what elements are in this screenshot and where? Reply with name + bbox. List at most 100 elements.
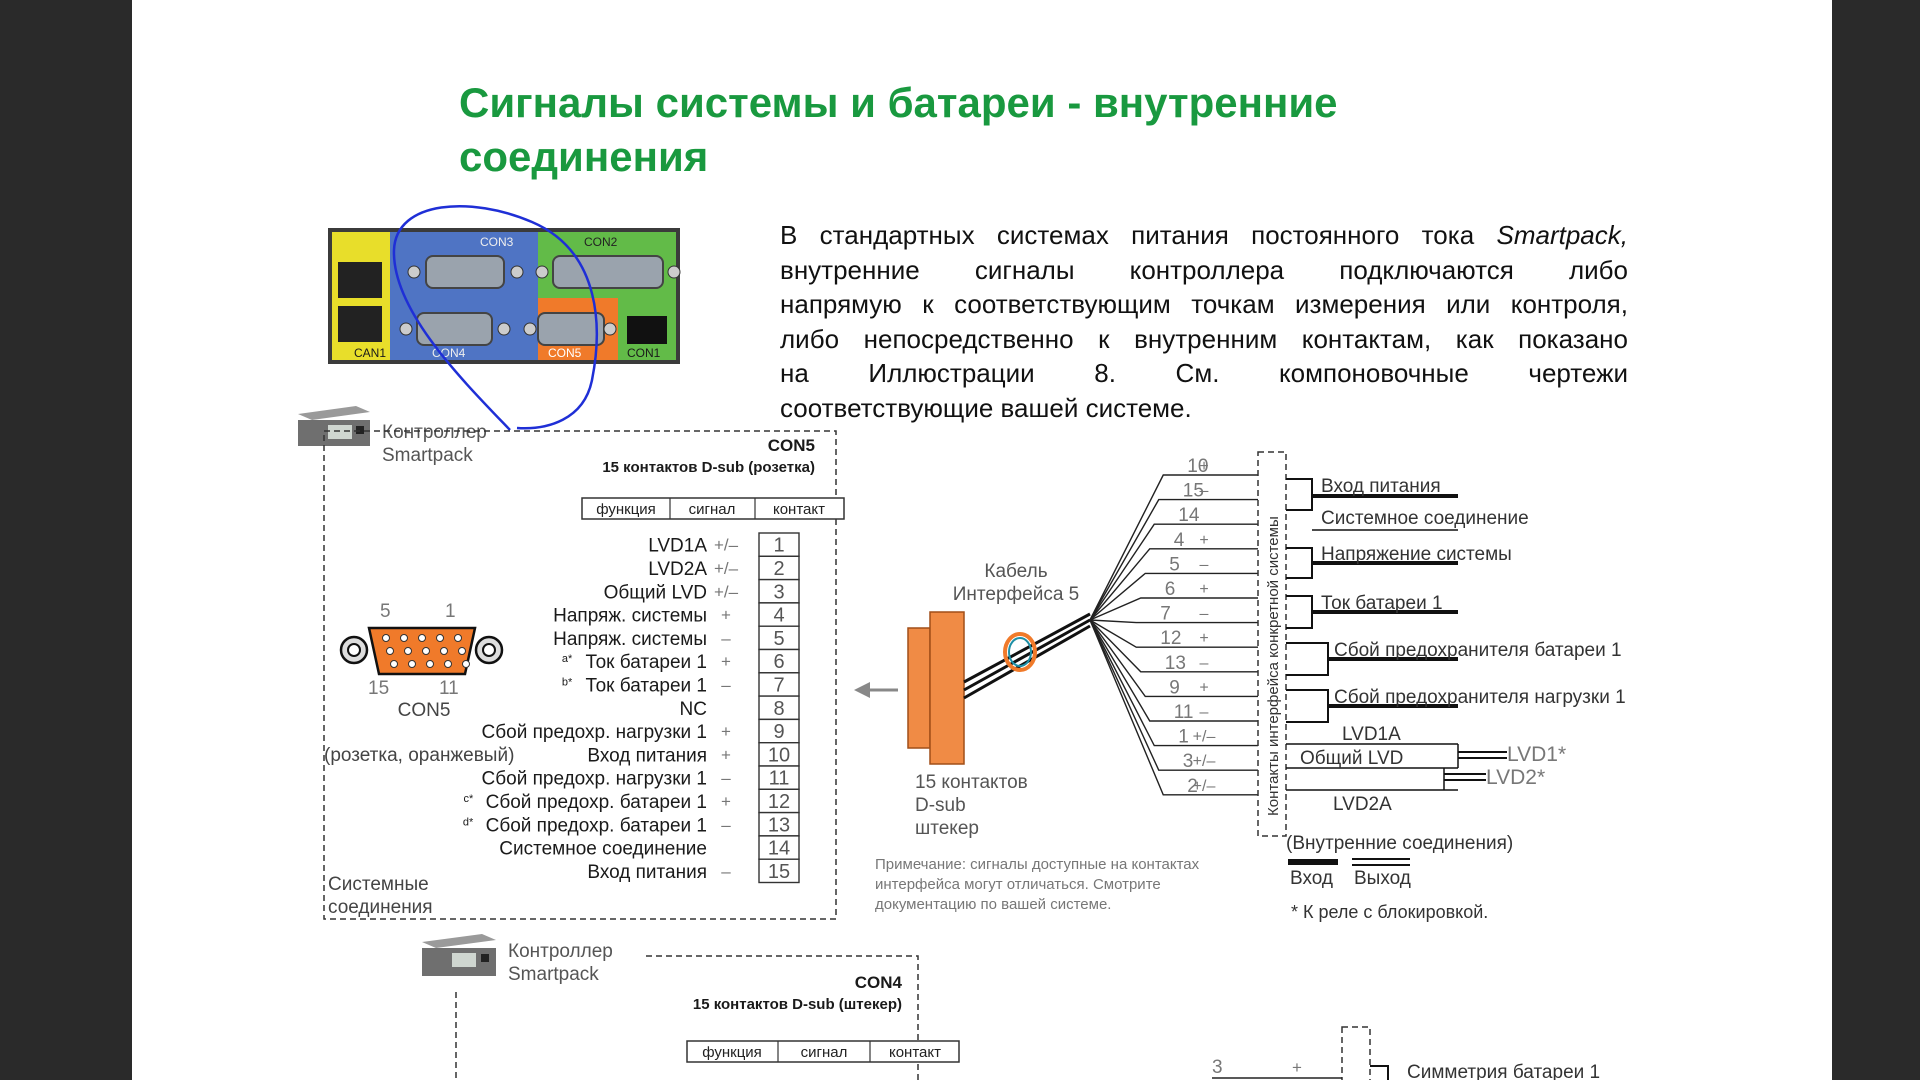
fan-pin-signal: – bbox=[1200, 606, 1209, 623]
con5-row: 4+Напряж. системы bbox=[553, 602, 800, 627]
controller-connector-photo: CON3 CON2 CAN1 CON4 CON5 CON1 bbox=[328, 228, 681, 364]
interface-contacts-box bbox=[1257, 451, 1287, 837]
con5-pin-function: LVD1A bbox=[648, 536, 707, 557]
fan-pin-signal: – bbox=[1200, 556, 1209, 573]
connector-pin-15: 15 bbox=[368, 678, 389, 699]
con5-pin-number: 6 bbox=[773, 651, 784, 673]
con5-row: 9+Сбой предохр. нагрузки 1 bbox=[482, 718, 800, 744]
con5-row: 1 +/– LVD1A bbox=[648, 532, 800, 557]
fan-pin-signal: – bbox=[1200, 655, 1209, 672]
title-line-1: Сигналы системы и батареи - внутренние bbox=[459, 79, 1338, 126]
connector-pin-5: 5 bbox=[380, 601, 391, 622]
con5-pin-signal: +/– bbox=[714, 536, 739, 555]
con5-pin-signal: + bbox=[721, 722, 731, 741]
bottom-interface-box bbox=[1341, 1026, 1371, 1080]
note-line2: интерфейса могут отличаться. Смотрите bbox=[875, 876, 1161, 893]
con4-dashed-box bbox=[455, 955, 919, 1080]
con5-row: 12+Сбой предохр. батареи 1c* bbox=[464, 788, 800, 814]
system-connections-line1: Системные bbox=[328, 874, 429, 895]
fan-pin-number: 7 bbox=[1160, 604, 1171, 625]
controller-1-image bbox=[298, 406, 370, 446]
con4-header bbox=[686, 1040, 960, 1063]
intro-paragraph: В стандартных системах питания постоянно… bbox=[780, 218, 1628, 425]
con5-pin-signal: – bbox=[721, 815, 731, 834]
con5-pin-function: Напряж. системы bbox=[553, 629, 707, 650]
con5-pin-function: Сбой предохр. батареи 1 bbox=[486, 815, 707, 836]
con5-row: 5 –Напряж. системы bbox=[553, 625, 800, 651]
con5-row: 11–Сбой предохр. нагрузки 1 bbox=[482, 765, 800, 790]
con5-row: 10+Вход питания bbox=[587, 742, 800, 767]
output-lvd1: LVD1* bbox=[1507, 743, 1566, 766]
con5-pin-number: 10 bbox=[768, 744, 790, 766]
output-lvd2: LVD2* bbox=[1486, 766, 1545, 789]
photo-label-can1: CAN1 bbox=[354, 346, 386, 360]
con5-pin-number: 5 bbox=[773, 628, 784, 650]
fan-pin-number: 15 bbox=[1183, 481, 1204, 502]
con5-pin-footnote-mark: b* bbox=[562, 676, 573, 688]
con5-pin-function: Системное соединение bbox=[499, 839, 707, 860]
output-lvd2a: LVD2A bbox=[1333, 794, 1392, 815]
con5-pin-function: Общий LVD bbox=[604, 582, 707, 603]
con5-pin-function: Сбой предохр. нагрузки 1 bbox=[482, 769, 707, 790]
fan-pin-number: 6 bbox=[1165, 579, 1176, 600]
plug-label-line1: 15 контактов bbox=[915, 772, 1028, 793]
connector-pin-11: 11 bbox=[439, 678, 459, 699]
output-system-voltage: Напряжение системы bbox=[1321, 544, 1512, 565]
con5-pin-signal: + bbox=[721, 652, 731, 671]
con5-pin-number: 1 bbox=[773, 535, 784, 557]
con5-dashed-box bbox=[323, 430, 837, 920]
con5-pin-footnote-mark: a* bbox=[562, 653, 573, 665]
fan-pin-number: 2 bbox=[1187, 776, 1198, 797]
fan-pin-number: 14 bbox=[1178, 505, 1200, 526]
con4-col-function: функция bbox=[702, 1044, 762, 1061]
con5-row: 6+Ток батареи 1a* bbox=[562, 648, 800, 674]
con4-subtitle: 15 контактов D-sub (штекер) bbox=[693, 996, 902, 1013]
con4-col-contact: контакт bbox=[889, 1044, 941, 1061]
con5-col-signal: сигнал bbox=[689, 501, 736, 518]
fan-pin-number: 4 bbox=[1174, 530, 1185, 551]
con5-pin-function: Сбой предохр. батареи 1 bbox=[486, 792, 707, 813]
connector-description: (розетка, оранжевый) bbox=[324, 745, 514, 766]
con4-title: CON4 bbox=[855, 973, 903, 992]
con5-pin-function: Вход питания bbox=[587, 745, 707, 766]
system-connections-line2: соединения bbox=[328, 897, 433, 918]
cable-label-line2: Интерфейса 5 bbox=[953, 584, 1080, 605]
title-line-2: соединения bbox=[459, 133, 709, 180]
controller-1-label-line1: Контроллер bbox=[382, 422, 487, 443]
con5-pin-signal: – bbox=[721, 769, 731, 788]
fan-pin-signal: – bbox=[1200, 704, 1209, 721]
con5-pin-footnote-mark: d* bbox=[463, 816, 474, 828]
paragraph-line-1: В стандартных системах питания постоянно… bbox=[780, 220, 1628, 250]
document-page: Сигналы системы и батареи - внутренние с… bbox=[132, 0, 1832, 1080]
page-title: Сигналы системы и батареи - внутренние с… bbox=[459, 76, 1609, 184]
photo-label-con1: CON1 bbox=[627, 346, 661, 360]
controller-2-image bbox=[422, 934, 496, 976]
output-power-in: Вход питания bbox=[1321, 476, 1441, 497]
con5-pin-function: Вход питания bbox=[587, 862, 707, 883]
lvd-output-lines bbox=[1444, 751, 1507, 781]
con5-pin-function: Ток батареи 1 bbox=[585, 675, 707, 696]
bottom-pin-3-signal: + bbox=[1292, 1058, 1302, 1077]
legend-input: Вход bbox=[1290, 868, 1333, 889]
controller-1-label-line2: Smartpack bbox=[382, 445, 473, 466]
note-line3: документацию по вашей системе. bbox=[875, 896, 1111, 913]
cable-label-line1: Кабель bbox=[984, 561, 1047, 582]
con5-row: 2+/–LVD2A bbox=[648, 555, 800, 581]
fan-pin-number: 3 bbox=[1183, 751, 1194, 772]
fan-pin-signal: +/– bbox=[1193, 753, 1216, 770]
output-common-lvd: Общий LVD bbox=[1300, 748, 1403, 769]
paragraph-line-4: либо непосредственно к внутренним контак… bbox=[780, 323, 1628, 354]
con5-connector-drawing bbox=[339, 626, 504, 676]
fan-pin-number: 1 bbox=[1178, 727, 1189, 748]
output-lvd1a: LVD1A bbox=[1342, 724, 1401, 745]
fan-pin-signal: + bbox=[1199, 532, 1208, 549]
output-battery-current: Ток батареи 1 bbox=[1321, 593, 1443, 614]
controller-2-label-line1: Контроллер bbox=[508, 941, 613, 962]
con5-col-function: функция bbox=[596, 501, 656, 518]
output-load-fuse: Сбой предохранителя нагрузки 1 bbox=[1334, 687, 1626, 708]
con5-pin-signal: – bbox=[721, 629, 731, 648]
con5-col-contact: контакт bbox=[773, 501, 825, 518]
photo-label-con2: CON2 bbox=[584, 235, 618, 249]
con5-title: CON5 bbox=[768, 436, 815, 455]
